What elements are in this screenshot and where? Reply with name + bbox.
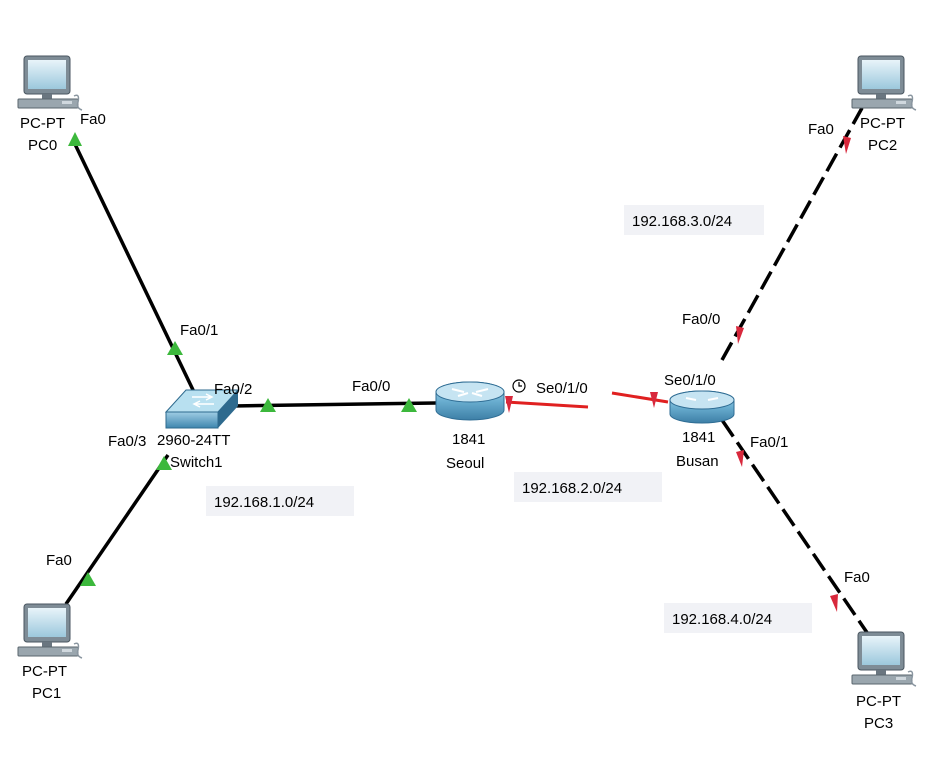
- device-name-label: PC1: [32, 685, 61, 702]
- link-busan-pc3[interactable]: [720, 419, 870, 635]
- pc3[interactable]: [851, 631, 917, 687]
- link-switch1-pc1[interactable]: [64, 454, 170, 605]
- device-name-label: Seoul: [446, 455, 484, 472]
- port-down-indicator: [736, 326, 744, 344]
- device-type-label: 2960-24TT: [157, 432, 230, 449]
- pc-icon: [851, 631, 917, 687]
- seoul[interactable]: [435, 381, 505, 421]
- switch1[interactable]: [164, 389, 240, 429]
- network-label-bg: [664, 603, 812, 633]
- network-label: 192.168.4.0/24: [672, 611, 772, 628]
- device-name-label: Busan: [676, 453, 719, 470]
- port-label: Fa0/2: [214, 381, 252, 398]
- port-down-indicator: [505, 396, 513, 413]
- network-label: 192.168.2.0/24: [522, 480, 622, 497]
- pc1[interactable]: [17, 603, 83, 659]
- port-up-indicator: [401, 398, 417, 412]
- port-down-indicator: [650, 392, 658, 408]
- clock-icon: [512, 379, 526, 393]
- device-name-label: Switch1: [170, 454, 223, 471]
- device-type-label: PC-PT: [22, 663, 67, 680]
- port-label: Fa0: [80, 111, 106, 128]
- device-type-label: PC-PT: [856, 693, 901, 710]
- pc0[interactable]: [17, 55, 83, 111]
- port-down-indicator: [736, 450, 744, 467]
- port-indicators: [68, 132, 851, 612]
- network-label-bg: [624, 205, 764, 235]
- pc2[interactable]: [851, 55, 917, 111]
- port-down-indicator: [830, 594, 838, 612]
- port-up-indicator: [68, 132, 82, 146]
- router-icon: [669, 390, 735, 424]
- device-type-label: PC-PT: [20, 115, 65, 132]
- network-label-bg: [514, 472, 662, 502]
- switch-icon: [164, 389, 240, 429]
- pc-icon: [17, 55, 83, 111]
- port-label: Fa0: [808, 121, 834, 138]
- port-up-indicator: [260, 398, 276, 412]
- device-type-label: 1841: [452, 431, 485, 448]
- busan[interactable]: [669, 390, 735, 424]
- link-busan-pc2[interactable]: [720, 107, 864, 361]
- port-label: Fa0/1: [750, 434, 788, 451]
- network-label: 192.168.1.0/24: [214, 494, 314, 511]
- link-seoul-busan-serial[interactable]: [505, 400, 589, 409]
- port-down-indicator: [843, 136, 851, 154]
- pc-icon: [851, 55, 917, 111]
- port-label: Fa0/1: [180, 322, 218, 339]
- device-type-label: 1841: [682, 429, 715, 446]
- port-label: Fa0/3: [108, 433, 146, 450]
- links: [64, 107, 870, 635]
- device-type-label: PC-PT: [860, 115, 905, 132]
- link-serial-segment: [611, 391, 669, 404]
- port-label: Se0/1/0: [536, 380, 588, 397]
- port-up-indicator: [156, 456, 172, 470]
- port-up-indicator: [80, 572, 96, 586]
- port-label: Fa0: [844, 569, 870, 586]
- network-label: 192.168.3.0/24: [632, 213, 732, 230]
- port-label: Se0/1/0: [664, 372, 716, 389]
- port-label: Fa0/0: [352, 378, 390, 395]
- device-name-label: PC2: [868, 137, 897, 154]
- port-up-indicator: [167, 341, 183, 355]
- network-label-bg: [206, 486, 354, 516]
- router-icon: [435, 381, 505, 421]
- device-name-label: PC0: [28, 137, 57, 154]
- port-label: Fa0/0: [682, 311, 720, 328]
- pc-icon: [17, 603, 83, 659]
- port-label: Fa0: [46, 552, 72, 569]
- device-name-label: PC3: [864, 715, 893, 732]
